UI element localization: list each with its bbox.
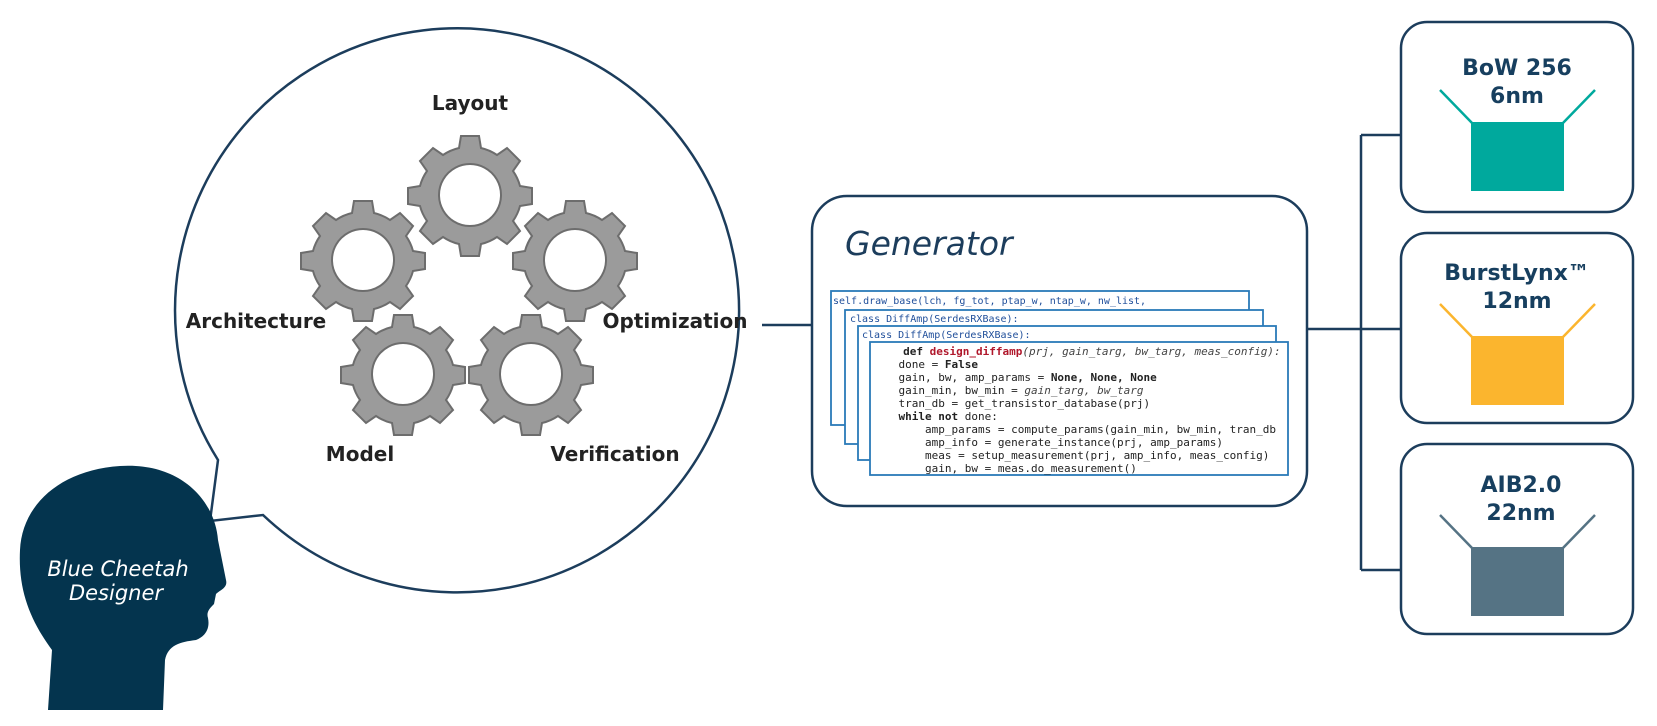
- code-line-5: tran_db = get_transistor_database(prj): [872, 397, 1150, 410]
- code-back-line-2: class DiffAmp(SerdesRXBase):: [850, 314, 1019, 325]
- code-line-7: amp_params = compute_params(gain_min, bw…: [872, 423, 1276, 436]
- product-node-burstlynx: 12nm: [1482, 289, 1551, 314]
- product-node-bow: 6nm: [1490, 84, 1544, 109]
- product-connectors: [1307, 133, 1401, 572]
- code-line-6a: while not: [872, 410, 965, 423]
- code-def-name: design_diffamp: [930, 345, 1023, 358]
- product-name-aib: AIB2.0: [1481, 473, 1562, 498]
- svg-text:gain, bw, amp_params = None, N: gain, bw, amp_params = None, None, None: [872, 371, 1157, 384]
- svg-text:gain_min, bw_min = gain_targ,: gain_min, bw_min = gain_targ, bw_targ: [872, 384, 1144, 397]
- chip-icon-aib: [1471, 547, 1564, 616]
- code-def-args: (prj, gain_targ, bw_targ, meas_config):: [1022, 345, 1280, 358]
- svg-text:def design_diffamp(prj, gain_t: def design_diffamp(prj, gain_targ, bw_ta…: [872, 342, 1303, 359]
- label-verification: Verification: [550, 442, 679, 466]
- speech-bubble: [173, 27, 741, 594]
- product-card-aib: AIB2.0 22nm: [1399, 442, 1635, 636]
- head-silhouette: [19, 465, 227, 710]
- code-line-10: gain, bw = meas.do_measurement(): [872, 462, 1137, 475]
- code-line-4b: gain_targ, bw_targ: [1024, 384, 1144, 397]
- code-line-2a: done =: [872, 358, 945, 371]
- svg-text:while not done:: while not done:: [872, 410, 998, 423]
- code-line-8: amp_info = generate_instance(prj, amp_pa…: [872, 436, 1223, 449]
- code-back-line-3: class DiffAmp(SerdesRXBase):: [862, 330, 1031, 341]
- designer-label-line1: Blue Cheetah: [47, 557, 188, 581]
- label-layout: Layout: [432, 91, 509, 115]
- product-card-bow: BoW 256 6nm: [1399, 20, 1635, 214]
- label-optimization: Optimization: [603, 309, 748, 333]
- code-line-4a: gain_min, bw_min =: [872, 384, 1024, 397]
- code-line-6b: done:: [965, 410, 998, 423]
- label-model: Model: [326, 442, 394, 466]
- code-line-9: meas = setup_measurement(prj, amp_info, …: [872, 449, 1269, 462]
- code-front-card: [869, 341, 1289, 476]
- chip-icon-burstlynx: [1471, 336, 1564, 405]
- product-name-burstlynx: BurstLynx™: [1444, 261, 1590, 286]
- code-stack: self.draw_base(lch, fg_tot, ptap_w, ntap…: [830, 290, 1303, 476]
- chip-icon-bow: [1471, 122, 1564, 191]
- product-node-aib: 22nm: [1486, 501, 1555, 526]
- generator-title: Generator: [845, 224, 1015, 263]
- product-name-bow: BoW 256: [1462, 56, 1572, 81]
- svg-text:done = False: done = False: [872, 358, 978, 371]
- code-line-3b: None, None, None: [1051, 371, 1157, 384]
- code-def-keyword: def: [903, 345, 930, 358]
- code-line-2b: False: [945, 358, 978, 371]
- code-back-line-1: self.draw_base(lch, fg_tot, ptap_w, ntap…: [833, 296, 1146, 307]
- designer-label-line2: Designer: [69, 581, 164, 605]
- code-line-3a: gain, bw, amp_params =: [872, 371, 1051, 384]
- product-card-burstlynx: BurstLynx™ 12nm: [1399, 231, 1635, 425]
- label-architecture: Architecture: [186, 309, 327, 333]
